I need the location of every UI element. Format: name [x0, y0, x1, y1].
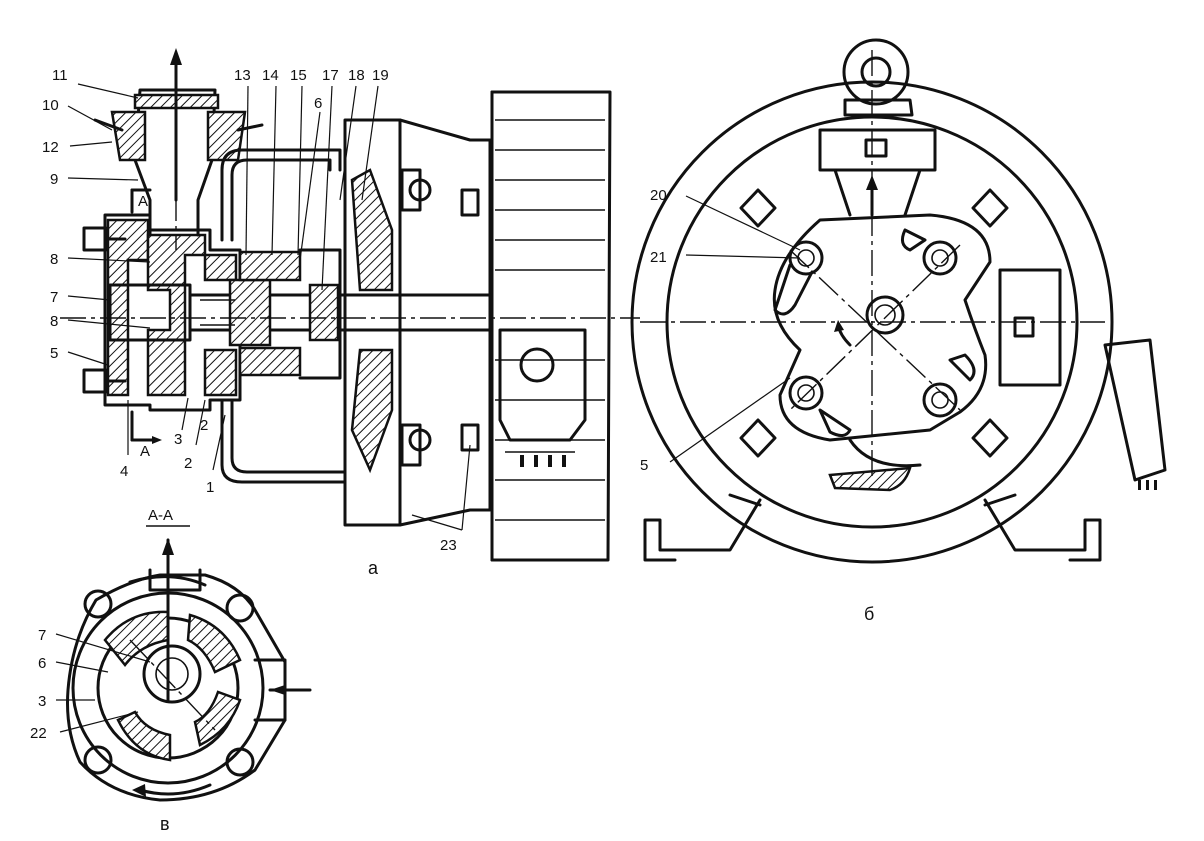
label-6: 6	[314, 95, 322, 112]
label-8-top: 8	[50, 251, 58, 268]
view-b-leaders	[669, 195, 801, 463]
label-12: 12	[42, 139, 59, 156]
label-14: 14	[262, 67, 279, 84]
label-1: 1	[206, 479, 214, 496]
label-20: 20	[650, 187, 667, 204]
label-17: 17	[322, 67, 339, 84]
view-c-labels: 7 6 3 22 А-А в	[30, 507, 190, 834]
label-15: 15	[290, 67, 307, 84]
label-7-section: 7	[38, 627, 46, 644]
view-a-section	[60, 48, 640, 562]
label-2-a: 2	[184, 455, 192, 472]
caption-v: в	[160, 814, 170, 834]
view-b-bolts	[788, 240, 958, 418]
label-11: 11	[52, 67, 68, 84]
label-5-end-view: 5	[640, 457, 648, 474]
label-6-section: 6	[38, 655, 46, 672]
view-b-end-view	[630, 38, 1167, 564]
caption-a: а	[368, 558, 379, 578]
view-c-leaders	[55, 633, 151, 733]
view-a-leaders	[67, 83, 471, 531]
section-mark-a-top: А	[138, 193, 148, 210]
view-a-labels: 11 10 12 9 8 7 8 5 4 3 2 2 1 13 14 15 6 …	[42, 67, 457, 578]
caption-b: б	[864, 604, 874, 624]
label-8-bottom: 8	[50, 313, 58, 330]
label-18: 18	[348, 67, 365, 84]
view-b-labels: 20 21 5 б	[640, 187, 874, 624]
label-22: 22	[30, 725, 47, 742]
label-2-b: 2	[200, 417, 208, 434]
label-13: 13	[234, 67, 251, 84]
label-4: 4	[120, 463, 128, 480]
view-c-section-a-a	[66, 538, 312, 802]
section-mark-a-bottom: А	[140, 443, 150, 460]
label-3: 3	[174, 431, 182, 448]
label-5: 5	[50, 345, 58, 362]
label-9: 9	[50, 171, 58, 188]
label-23: 23	[440, 537, 457, 554]
section-title-a-a: А-А	[148, 507, 173, 524]
label-3-section: 3	[38, 693, 46, 710]
label-19: 19	[372, 67, 389, 84]
label-7: 7	[50, 289, 58, 306]
label-21: 21	[650, 249, 667, 266]
label-10: 10	[42, 97, 59, 114]
